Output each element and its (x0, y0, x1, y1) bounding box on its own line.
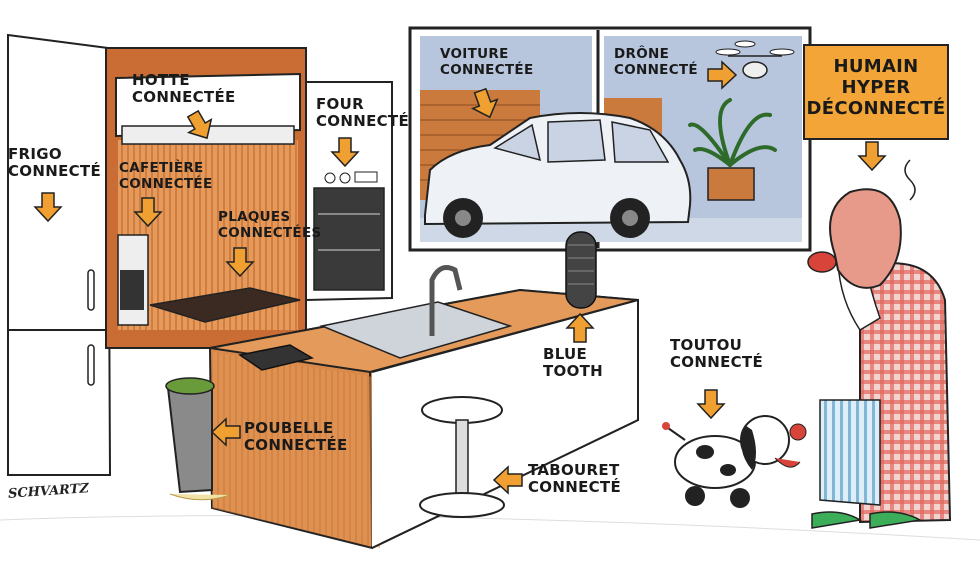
oven (305, 81, 393, 302)
potted-plant (688, 98, 777, 201)
label-humain-box: HUMAIN HYPER DÉCONNECTÉ (803, 44, 949, 140)
label-cafetiere: CAFETIÈRE CONNECTÉE (119, 160, 213, 192)
robot-dog (662, 415, 807, 508)
arrow-toutou (697, 389, 725, 419)
label-drone: DRÔNE CONNECTÉ (614, 46, 698, 78)
stool (419, 396, 505, 518)
drone (715, 40, 795, 79)
label-tabouret: TABOURET CONNECTÉ (528, 461, 622, 496)
man (807, 159, 952, 529)
arrow-humain (858, 141, 886, 171)
trash-bin (165, 377, 231, 501)
car (424, 112, 692, 238)
label-hotte: HOTTE CONNECTÉE (132, 71, 236, 106)
label-frigo: FRIGO CONNECTÉ (8, 145, 102, 180)
label-plaques: PLAQUES CONNECTÉES (218, 209, 322, 241)
label-bluetooth: BLUE TOOTH (543, 345, 604, 380)
label-toutou: TOUTOU CONNECTÉ (670, 336, 764, 371)
label-poubelle: POUBELLE CONNECTÉE (244, 419, 348, 454)
label-voiture: VOITURE CONNECTÉE (440, 46, 534, 78)
kitchen-niche (105, 47, 307, 349)
kitchen-island (208, 231, 639, 550)
fridge (7, 33, 112, 476)
label-four: FOUR CONNECTÉ (316, 95, 410, 130)
label-humain: HUMAIN HYPER DÉCONNECTÉ (806, 56, 946, 119)
